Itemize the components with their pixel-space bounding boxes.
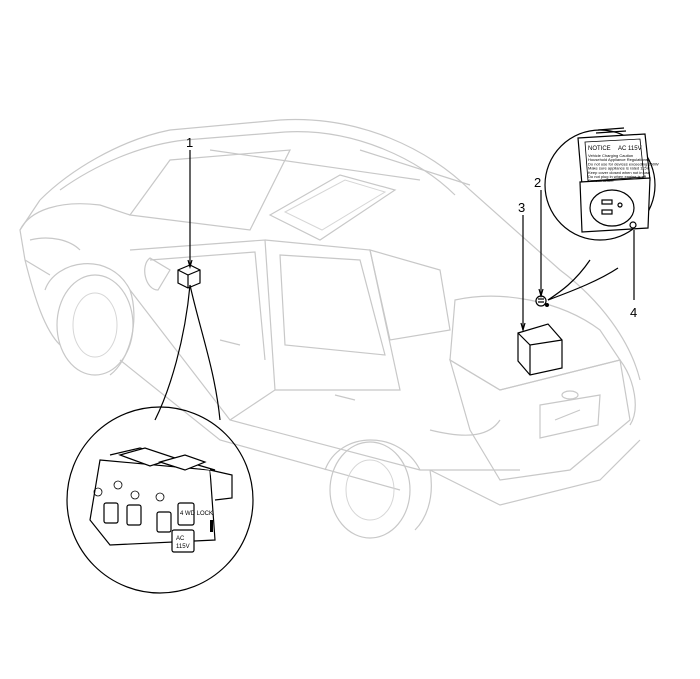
callout-3: 3: [518, 200, 525, 215]
inverter-switch-label-bottom: 115V: [176, 544, 190, 550]
leader-lines: [187, 150, 635, 333]
notice-line: Keep cover closed when not in use: [588, 170, 651, 175]
notice-line: Consult dealer: [588, 178, 614, 183]
outlet-detail-zoom: NOTICE AC 115V Vehicle Charging CautionH…: [544, 127, 659, 301]
switch-location-marker: [177, 264, 201, 289]
notice-line: Do not plug in when engine is off: [588, 174, 647, 179]
notice-line: Vehicle Charging Caution: [588, 153, 633, 158]
callout-2: 2: [534, 175, 541, 190]
outlet-location-marker: [535, 295, 549, 307]
callout-4: 4: [630, 305, 637, 320]
callout-labels: 1 2 3 4: [186, 135, 637, 320]
notice-line: Make sure appliance is rated 115V: [588, 166, 650, 171]
switch-detail-zoom: 4 WD LOCK AC 115V: [66, 284, 254, 594]
callout-1: 1: [186, 135, 193, 150]
four-wd-lock-label: 4 WD LOCK: [180, 511, 213, 517]
vehicle-outline: [19, 118, 641, 539]
inverter-switch-label-top: AC: [176, 536, 185, 542]
notice-line: Do not use for devices exceeding 150W: [588, 161, 659, 166]
notice-line: Household Appliance Regulations: [588, 157, 648, 162]
inverter-box: [517, 323, 563, 376]
notice-rating: AC 115V: [618, 146, 642, 152]
notice-title: NOTICE: [588, 146, 611, 152]
